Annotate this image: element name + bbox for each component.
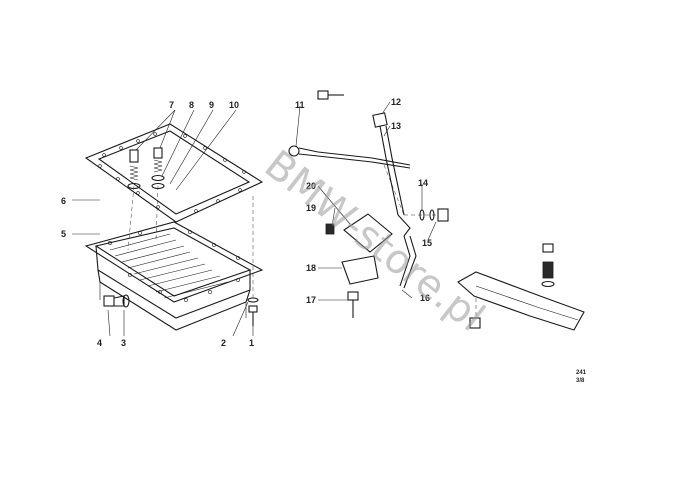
lower-bolt [347, 291, 359, 318]
shift-lever [372, 112, 411, 237]
callout-7: 7 [169, 100, 174, 110]
callout-5: 5 [61, 229, 66, 239]
callout-10: 10 [229, 100, 239, 110]
callout-2: 2 [221, 338, 226, 348]
pan-bolt [247, 297, 259, 326]
callout-11: 11 [295, 100, 305, 110]
callout-18: 18 [306, 263, 316, 273]
shift-rod [288, 145, 411, 169]
callout-6: 6 [61, 196, 66, 206]
callout-13: 13 [391, 121, 401, 131]
callout-14: 14 [418, 178, 428, 188]
bracket-bolt [325, 223, 335, 235]
reference-line-1: 241 [576, 370, 587, 376]
callout-15: 15 [422, 238, 432, 248]
callout-1: 1 [249, 338, 254, 348]
callout-17: 17 [306, 295, 316, 305]
watermark: BMW-store.pl [256, 142, 493, 341]
oil-pan [84, 221, 264, 331]
lever-bracket [341, 213, 417, 289]
callout-12: 12 [391, 97, 401, 107]
leader-lines [72, 101, 437, 337]
callout-20: 20 [306, 181, 316, 191]
reference-line-2: 3/8 [576, 378, 585, 384]
pivot-bolt [419, 208, 449, 222]
spring-stud-assembly [127, 147, 165, 190]
callout-3: 3 [121, 338, 126, 348]
diagram-reference: 241 3/8 [576, 370, 587, 384]
alignment-lines [127, 164, 477, 316]
callout-9: 9 [209, 100, 214, 110]
callout-labels: 1 2 3 4 5 6 7 8 9 10 11 12 13 14 15 16 1… [61, 97, 432, 348]
callout-16: 16 [420, 293, 430, 303]
gasket-holes [98, 132, 246, 213]
top-bolt [317, 90, 344, 100]
crossmember-bracket [457, 243, 585, 331]
drain-plug [103, 294, 130, 308]
pan-bolt-holes [108, 230, 240, 302]
callout-19: 19 [306, 203, 316, 213]
callout-4: 4 [97, 338, 102, 348]
callout-8: 8 [189, 100, 194, 110]
oil-pan-gasket [84, 123, 264, 223]
